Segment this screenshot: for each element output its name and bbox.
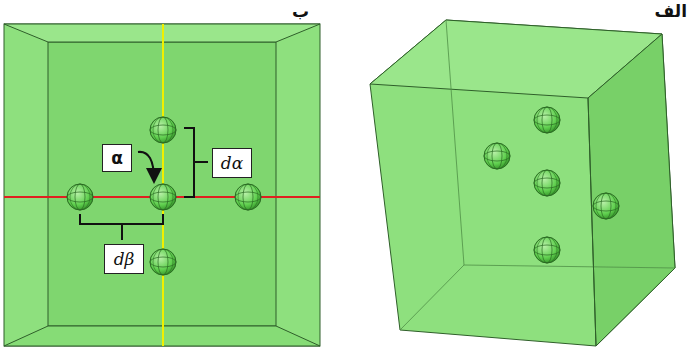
symbol-label: dα [221,155,243,172]
label-box: dα [212,148,252,178]
panel-label: الف [655,2,687,21]
symbol-label: α [111,150,123,167]
label-box: dβ [104,244,144,274]
label-box: α [102,144,132,172]
symbol-label: dβ [114,251,135,268]
panel-label: ب [292,2,309,21]
